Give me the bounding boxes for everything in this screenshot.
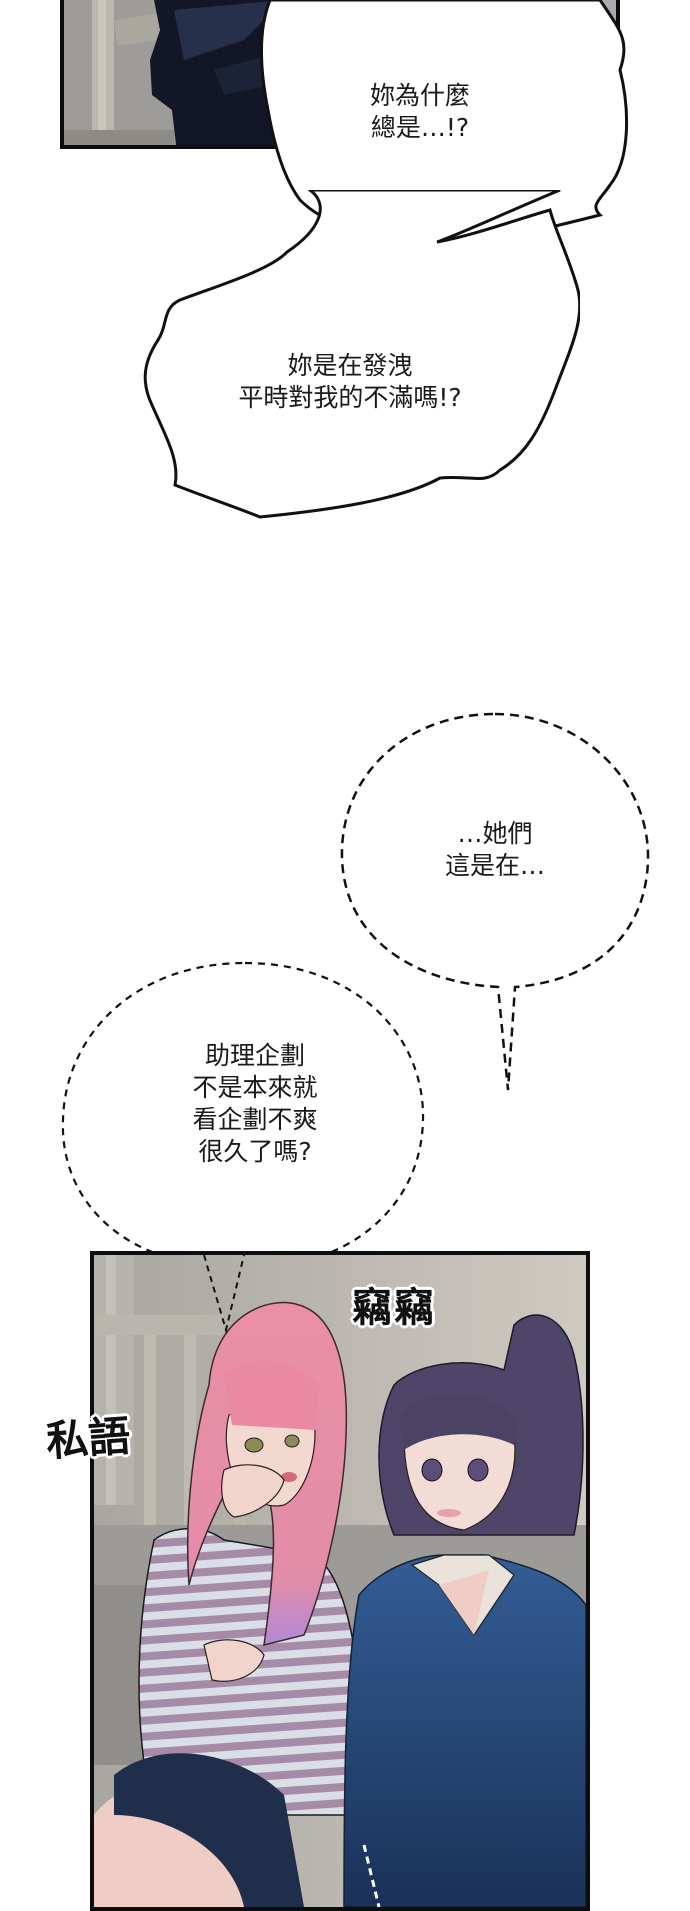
bubble-3-line-2: 這是在… (444, 851, 545, 880)
thought-bubble-3 (340, 712, 650, 1091)
speech-bubble-2 (143, 190, 580, 519)
bubble-1-line-2: 總是…!? (370, 113, 470, 142)
sfx-whisper-left: 私語 (44, 1411, 132, 1466)
sfx-whisper-right: 竊竊 (352, 1284, 436, 1331)
bottom-panel-art (94, 1255, 586, 1907)
bubble-2-line-1: 妳是在發洩 (287, 351, 413, 380)
bubble-2-line-2: 平時對我的不滿嗎!? (238, 383, 462, 412)
bottom-panel (90, 1251, 590, 1911)
bubble-4-line-3: 看企劃不爽 (192, 1105, 318, 1134)
bubble-3-text: …她們 這是在… (400, 818, 590, 882)
bubble-3-line-1: …她們 (457, 819, 533, 848)
bubble-4-text: 助理企劃 不是本來就 看企劃不爽 很久了嗎? (145, 1040, 365, 1168)
bubble-4-line-4: 很久了嗎? (198, 1137, 312, 1166)
thought-bubble-4 (61, 961, 425, 1355)
bubble-1-line-1: 妳為什麼 (369, 81, 470, 110)
bubble-1-text: 妳為什麼 總是…!? (340, 80, 500, 144)
bubble-4-line-2: 不是本來就 (192, 1073, 318, 1102)
bubble-4-line-1: 助理企劃 (204, 1041, 305, 1070)
bubble-2-text: 妳是在發洩 平時對我的不滿嗎!? (200, 350, 500, 414)
